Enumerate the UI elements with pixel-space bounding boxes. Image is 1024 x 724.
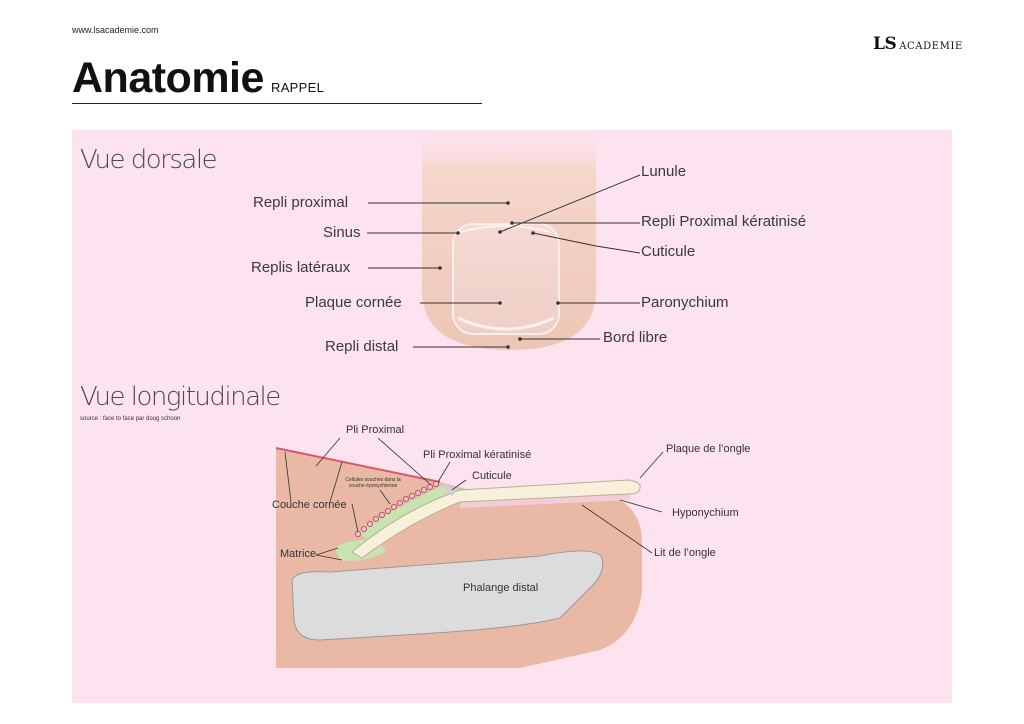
logo-academie: ACADEMIE — [899, 41, 963, 52]
page-title: Anatomie — [72, 54, 264, 102]
title-divider — [72, 103, 482, 104]
label-cuticule: Cuticule — [641, 243, 696, 260]
label-replis-lateraux: Replis latéraux — [251, 259, 351, 276]
label-phalange-distal: Phalange distal — [463, 582, 539, 594]
longitudinal-pointers — [284, 437, 664, 561]
nail-plate-dorsal — [452, 223, 560, 335]
page-subtitle: RAPPEL — [271, 80, 325, 95]
label-bord-libre: Bord libre — [603, 329, 668, 346]
cuticle-line — [459, 225, 551, 233]
label-lunule: Lunule — [641, 163, 687, 180]
label-couche-cornee: Couche cornée — [272, 499, 347, 511]
label-pli-proximal-keratinise: Pli Proximal kératinisé — [423, 449, 532, 461]
label-cellules-souches: Cellules souches dans la couche éponychi… — [345, 477, 401, 489]
phalange-bone — [291, 550, 604, 641]
label-sinus: Sinus — [323, 224, 361, 241]
stem-cells — [354, 480, 440, 538]
label-repli-proximal-keratinise: Repli Proximal kératinisé — [641, 213, 807, 230]
free-edge — [457, 316, 555, 331]
label-repli-proximal: Repli proximal — [253, 194, 349, 211]
nail-plate-longitudinal — [351, 479, 641, 559]
label-paronychium: Paronychium — [641, 294, 729, 311]
cuticle-tissue — [440, 484, 460, 496]
dorsal-pointers — [367, 174, 641, 348]
eponychium-layer — [358, 486, 452, 542]
website-url[interactable]: www.lsacademie.com — [72, 25, 159, 35]
label-hyponychium: Hyponychium — [672, 507, 739, 519]
label-lit-ongle: Lit de l’ongle — [654, 547, 716, 559]
label-plaque-cornee: Plaque cornée — [305, 294, 402, 311]
heading-dorsal-view: Vue dorsale — [80, 145, 218, 175]
skin-surface — [275, 447, 441, 483]
label-pli-proximal: Pli Proximal — [346, 424, 405, 436]
source-credit: source : face to face par doug schoon — [80, 416, 181, 422]
logo-ls: LS — [873, 34, 897, 54]
label-plaque-ongle: Plaque de l’ongle — [666, 443, 751, 455]
label-repli-distal: Repli distal — [325, 338, 399, 355]
label-cuticule-longitudinal: Cuticule — [472, 470, 512, 482]
heading-longitudinal-view: Vue longitudinale — [80, 382, 281, 412]
nail-bed — [460, 494, 630, 508]
label-matrice: Matrice — [280, 548, 317, 560]
ls-academie-logo: LS ACADEMIE — [873, 34, 963, 54]
dorsal-pointer-dots — [438, 201, 560, 349]
